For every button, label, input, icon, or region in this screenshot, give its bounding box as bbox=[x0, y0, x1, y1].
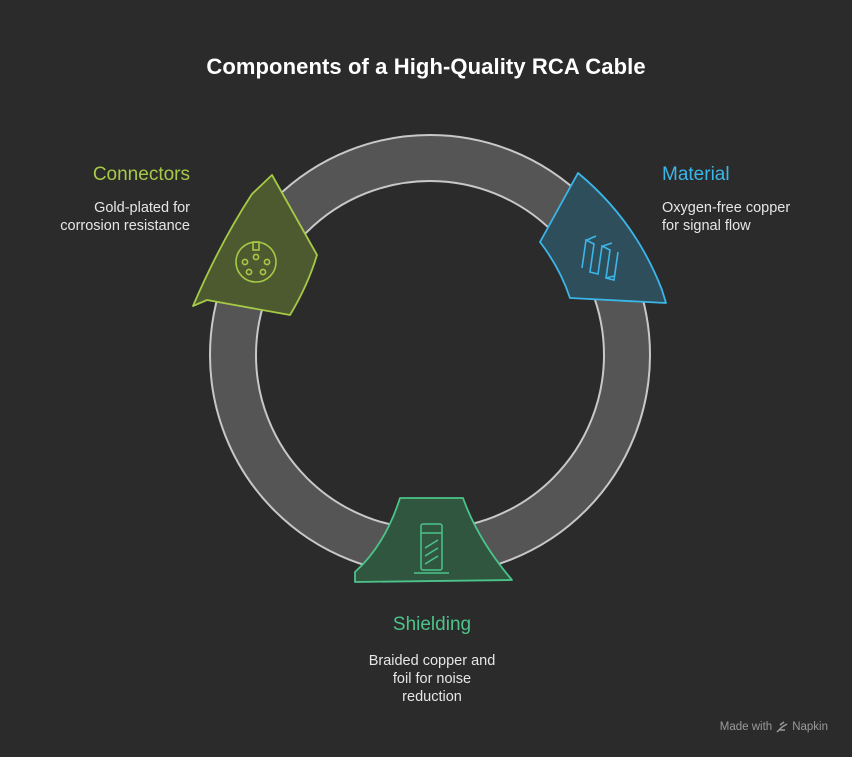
shielding-desc-line: reduction bbox=[402, 689, 462, 705]
connectors-title: Connectors bbox=[92, 164, 190, 185]
napkin-logo-icon bbox=[776, 721, 788, 733]
connectors-description: Gold-plated for corrosion resistance bbox=[60, 199, 190, 235]
shielding-desc-line: Braided copper and bbox=[368, 653, 496, 669]
watermark-prefix: Made with bbox=[719, 721, 773, 733]
connectors-segment bbox=[192, 174, 318, 316]
connectors-desc-line: corrosion resistance bbox=[60, 218, 190, 234]
shielding-desc-line: foil for noise bbox=[392, 671, 472, 687]
shielding-segment bbox=[354, 497, 513, 583]
shielding-description: Braided copper and foil for noise reduct… bbox=[332, 652, 532, 706]
coil-wire-icon bbox=[581, 235, 619, 281]
material-segment bbox=[539, 172, 667, 304]
shielding-title: Shielding bbox=[392, 614, 472, 635]
watermark-brand: Napkin bbox=[792, 721, 828, 733]
material-desc-line: Oxygen-free copper bbox=[662, 200, 791, 216]
made-with-napkin-link[interactable]: Made with Napkin bbox=[720, 721, 828, 733]
material-description: Oxygen-free copper for signal flow bbox=[662, 199, 790, 235]
page-title: Components of a High-Quality RCA Cable bbox=[206, 54, 646, 79]
braided-shield-icon bbox=[414, 523, 449, 574]
material-desc-line: for signal flow bbox=[662, 218, 751, 234]
material-title: Material bbox=[662, 164, 730, 185]
din-connector-icon bbox=[235, 241, 277, 283]
connectors-desc-line: Gold-plated for bbox=[94, 200, 190, 216]
